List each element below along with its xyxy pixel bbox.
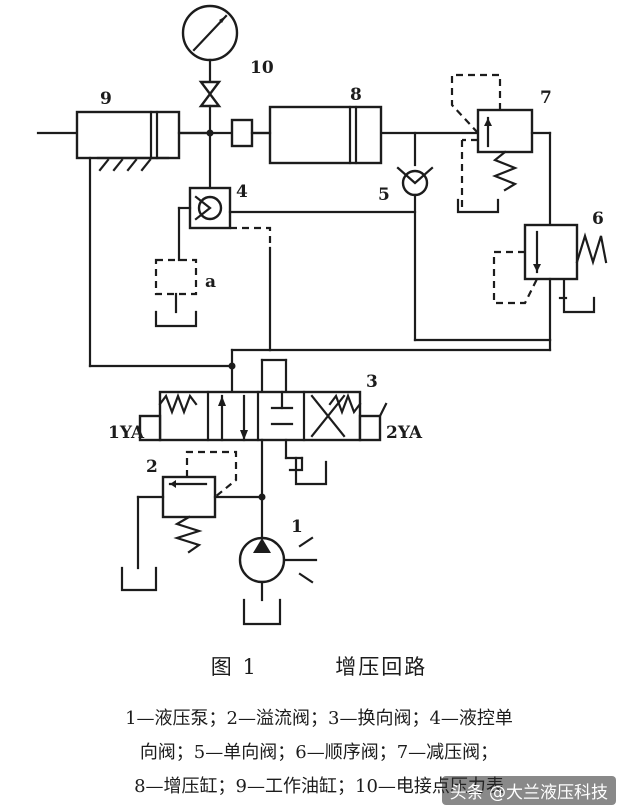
figure-title: 增压回路: [335, 655, 428, 679]
label-1: 1: [291, 517, 303, 537]
check-valve: [396, 131, 434, 342]
hydraulic-pump: [238, 536, 318, 626]
label-5: 5: [378, 185, 390, 205]
work-cylinder: [75, 110, 212, 172]
label-8: 8: [350, 85, 362, 105]
label-2: 2: [146, 457, 158, 477]
legend-line-1: 1—液压泵；2—溢流阀；3—换向阀；4—液控单: [125, 708, 513, 729]
reducing-valve: [450, 73, 552, 227]
legend-line-3: 8—增压缸；9—工作油缸；10—电接点压力表: [134, 776, 504, 797]
pilot-check-valve: [177, 131, 417, 262]
label-4: 4: [236, 182, 248, 202]
watermark: 头条 @大兰液压科技: [441, 776, 616, 805]
solenoid-2ya-label: 2YA: [386, 423, 423, 443]
directional-valve: [138, 390, 388, 442]
booster-circuit-diagram: 10 9 8 4 a: [36, 4, 608, 626]
relief-valve: [120, 450, 264, 592]
label-9: 9: [100, 89, 112, 109]
pressure-gauge: [181, 4, 239, 137]
figure-label: 图 1: [210, 655, 258, 679]
booster-cylinder: [230, 105, 383, 165]
label-7: 7: [540, 88, 552, 108]
label-10: 10: [250, 58, 274, 78]
sequence-valve: [492, 223, 608, 342]
legend-line-2: 向阀；5—单向阀；6—顺序阀；7—减压阀；: [139, 742, 499, 763]
label-a: a: [205, 272, 216, 292]
solenoid-1ya-label: 1YA: [108, 423, 145, 443]
figure-caption: 图 1 增压回路: [0, 651, 638, 681]
label-3: 3: [366, 372, 378, 392]
label-6: 6: [592, 209, 604, 229]
aux-element-a: [154, 258, 198, 328]
